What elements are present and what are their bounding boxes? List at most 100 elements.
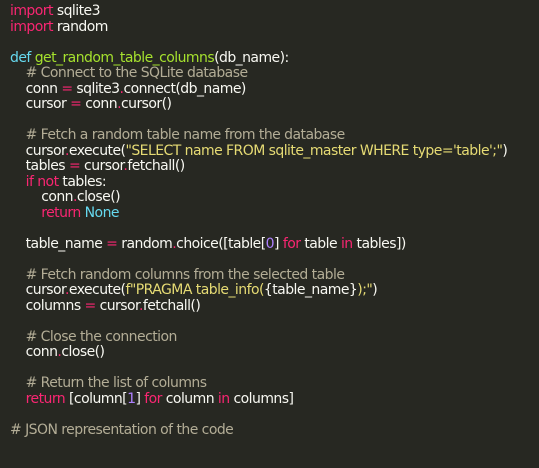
code-token (10, 174, 26, 190)
code-token: cursor (10, 142, 66, 159)
code-line: # Fetch a random table name from the dat… (10, 127, 539, 144)
code-token: execute( (68, 142, 126, 159)
code-token: choice([table[ (176, 235, 266, 252)
code-line: cursor = conn.cursor() (10, 96, 539, 113)
code-token: tables: (58, 173, 107, 190)
code-line: # Return the list of columns (10, 375, 539, 392)
code-token: None (84, 204, 120, 221)
code-line: if not tables: (10, 173, 539, 191)
code-line: columns = cursor.fetchall() (10, 297, 539, 315)
code-token: 0 (265, 235, 275, 252)
code-token: random (52, 18, 109, 35)
code-token: . (138, 297, 143, 314)
code-line: return None (10, 204, 539, 222)
code-token: sqlite3 (52, 3, 101, 19)
code-token: sqlite3 (72, 80, 120, 97)
code-token: . (172, 235, 177, 252)
code-token: tables (10, 158, 69, 174)
code-token: = (68, 158, 81, 174)
code-token: import (10, 18, 53, 35)
code-token: return (25, 390, 66, 407)
code-line: def get_random_table_columns(db_name): (10, 49, 539, 67)
code-token: f"PRAGMA table_info( (125, 282, 264, 298)
code-token: def (10, 49, 31, 66)
code-token: cursor (95, 297, 140, 314)
code-line: tables = cursor.fetchall() (10, 158, 539, 175)
code-token: . (64, 142, 69, 159)
code-token: cursor (10, 96, 71, 112)
code-line: import sqlite3 (10, 3, 539, 20)
code-token: connect(db_name) (123, 80, 246, 97)
code-token: );" (357, 282, 373, 298)
code-token: ] (135, 390, 145, 407)
code-token: fetchall() (127, 158, 185, 174)
code-token: fetchall() (142, 297, 201, 314)
code-token: = (106, 235, 118, 252)
code-token: 1 (127, 390, 136, 407)
code-line (10, 252, 539, 268)
code-line (10, 221, 539, 237)
code-token: conn (10, 189, 74, 205)
code-token: conn (10, 80, 62, 97)
code-line (10, 35, 539, 51)
code-token: cursor (10, 282, 66, 298)
code-token: . (64, 282, 69, 298)
code-line (10, 407, 539, 423)
code-token: import (10, 3, 53, 19)
code-token: # Connect to the SQLite database (10, 65, 248, 81)
code-line: cursor.execute(f"PRAGMA table_info({tabl… (10, 282, 539, 299)
code-token: . (119, 80, 124, 97)
code-token: (db_name): (214, 49, 289, 66)
code-token: "SELECT name FROM sqlite_master WHERE ty… (125, 142, 503, 159)
code-token: column (161, 390, 218, 407)
code-token: return (41, 204, 81, 221)
code-line: conn = sqlite3.connect(db_name) (10, 80, 539, 98)
code-token: random (117, 235, 173, 252)
code-token: # Fetch a random table name from the dat… (10, 127, 346, 143)
code-token: ) (372, 282, 378, 298)
code-line: return [column[1] for column in columns] (10, 390, 539, 408)
code-token: cursor (80, 158, 124, 174)
code-line: conn.close() (10, 344, 539, 361)
code-token: . (117, 96, 121, 112)
code-token: ] (274, 235, 283, 252)
code-token: for (282, 235, 301, 252)
code-line: # Fetch random columns from the selected… (10, 266, 539, 284)
code-token: {table_name} (263, 282, 358, 298)
code-token: cursor() (120, 96, 172, 112)
code-token: get_random_table_columns (34, 49, 215, 66)
code-token: conn (10, 344, 58, 360)
code-token: in (217, 390, 230, 407)
code-token: # JSON representation of the code (10, 421, 234, 438)
code-token (10, 391, 26, 407)
code-token: columns (10, 297, 85, 314)
code-token (10, 205, 41, 221)
code-token: = (84, 297, 96, 314)
code-line: cursor.execute("SELECT name FROM sqlite_… (10, 142, 539, 160)
code-token: if (25, 173, 34, 190)
code-token: execute( (68, 282, 126, 298)
code-line: import random (10, 18, 539, 36)
code-token: = (70, 96, 82, 112)
code-token: . (123, 158, 128, 174)
code-line (10, 361, 539, 377)
code-token: tables]) (352, 235, 407, 252)
code-token: # Close the connection (10, 328, 178, 345)
code-token: table (300, 235, 341, 252)
code-token: # Fetch random columns from the selected… (10, 266, 345, 283)
code-line: # JSON representation of the code (10, 421, 539, 439)
code-token: table_name (10, 235, 107, 252)
code-line: # Connect to the SQLite database (10, 65, 539, 82)
code-line: conn.close() (10, 189, 539, 206)
code-token: not (37, 173, 59, 190)
code-line: table_name = random.choice([table[0] for… (10, 235, 539, 253)
code-line (10, 314, 539, 330)
code-token: for (144, 390, 162, 407)
code-token: # Return the list of columns (10, 375, 207, 391)
code-token: ) (502, 142, 508, 159)
code-token: in (340, 235, 353, 252)
code-line (10, 113, 539, 129)
code-token: conn (81, 96, 118, 112)
